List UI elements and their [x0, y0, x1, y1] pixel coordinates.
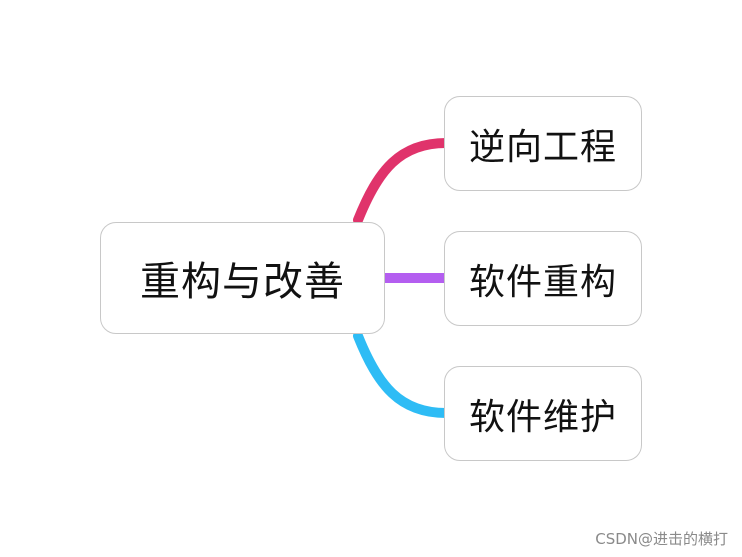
- branch-node-3[interactable]: 软件维护: [444, 366, 642, 461]
- branch-node-label: 软件重构: [468, 261, 617, 303]
- connector-branch-1: [353, 138, 451, 225]
- branch-node-1[interactable]: 逆向工程: [444, 96, 642, 191]
- branch-node-label: 软件维护: [468, 396, 617, 438]
- root-node-label: 重构与改善: [140, 259, 345, 305]
- root-node[interactable]: 重构与改善: [100, 222, 385, 334]
- connector-branch-3: [353, 331, 451, 418]
- branch-node-label: 逆向工程: [468, 126, 617, 168]
- branch-node-2[interactable]: 软件重构: [444, 231, 642, 326]
- watermark: CSDN@进击的横打: [595, 530, 728, 548]
